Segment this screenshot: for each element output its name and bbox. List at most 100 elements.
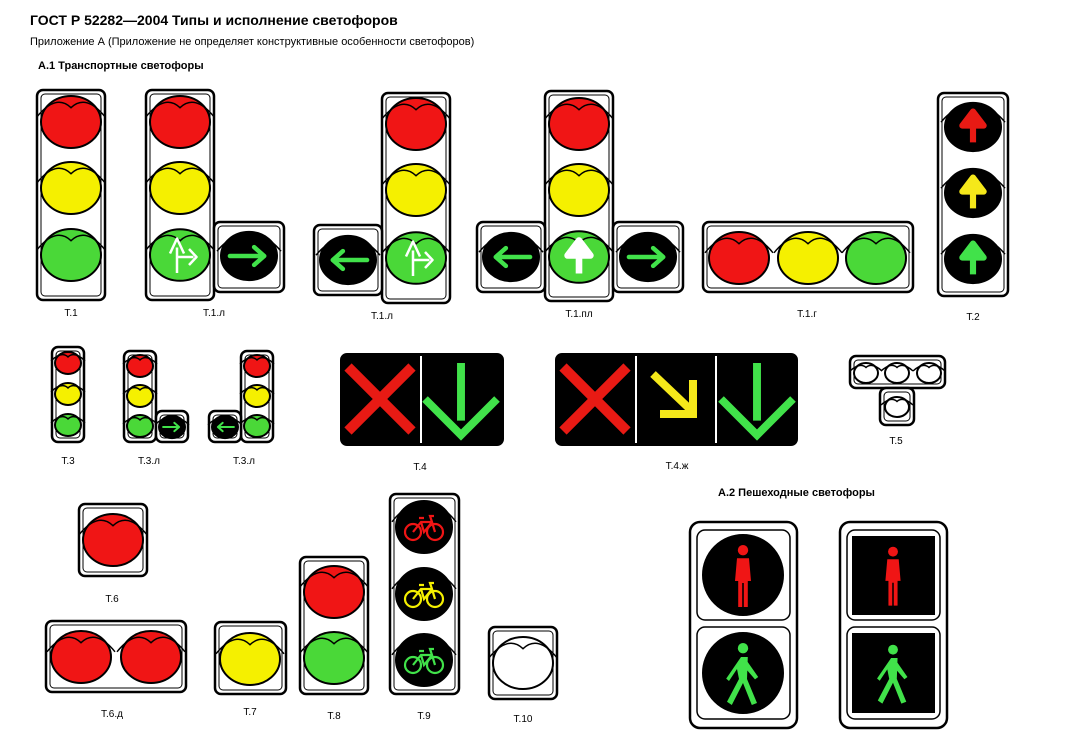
signal-lamp — [381, 231, 451, 285]
lamp-lens — [385, 163, 447, 217]
signal-lamp — [544, 230, 614, 284]
signal-lamp — [849, 362, 883, 384]
lamp-visor — [391, 573, 457, 590]
signal-lamp — [239, 414, 275, 438]
lamp-visor — [615, 237, 681, 253]
lamp-lens — [853, 362, 879, 384]
label-t2: Т.2 — [966, 312, 980, 323]
lamp-visor — [78, 519, 148, 536]
signal-lamp — [880, 362, 914, 384]
signal-lamp — [50, 351, 86, 375]
label-t3l-b: Т.3.л — [233, 456, 255, 467]
signal-lamp — [78, 513, 148, 567]
lamp-lens — [149, 95, 211, 149]
signal-lamp — [299, 631, 369, 685]
lamp-lens — [219, 632, 281, 686]
lamp-lens — [303, 565, 365, 619]
lamp-visor — [36, 167, 106, 184]
lamp-visor — [239, 356, 275, 365]
lamp-lens — [492, 636, 554, 690]
lamp-lens — [243, 414, 271, 438]
wheel — [425, 522, 445, 542]
signal-lamp — [940, 233, 1006, 285]
lamp-visor — [36, 234, 106, 251]
lamp-visor — [145, 167, 215, 184]
lamp-lens — [243, 354, 271, 378]
wheel — [403, 522, 423, 542]
page-subtitle: Приложение А (Приложение не определяет к… — [30, 36, 475, 48]
lamp-visor — [50, 384, 86, 393]
label-t6: Т.6 — [105, 594, 119, 605]
signal-lamp — [315, 234, 381, 286]
signal-lamp-bicycle — [391, 567, 457, 621]
lamp-visor — [381, 237, 451, 254]
lamp-visor — [478, 237, 544, 253]
label-t7: Т.7 — [243, 707, 257, 718]
signal-lamp — [50, 382, 86, 406]
lamp-lens — [54, 382, 82, 406]
lamp-visor — [239, 416, 275, 425]
pedestrian-walking-icon — [726, 643, 759, 705]
section-heading-transport: А.1 Транспортные светофоры — [38, 60, 204, 72]
wheel — [403, 655, 423, 675]
signal-lamp — [46, 630, 116, 684]
lamp-visor — [122, 356, 158, 365]
lamp-lens — [845, 231, 907, 285]
lamp-lens — [40, 161, 102, 215]
signal-lamp — [145, 228, 215, 282]
lamp-lens — [54, 413, 82, 437]
body — [885, 559, 901, 606]
signal-lamp — [36, 95, 106, 149]
signal-lamp-bicycle — [391, 500, 457, 554]
lamp-visor — [36, 101, 106, 118]
lamp-visor — [391, 639, 457, 656]
signal-housing-inner — [706, 225, 910, 289]
lamp-lens — [385, 231, 447, 285]
bicycle-icon — [412, 581, 437, 602]
arrow-straight-right-icon — [168, 237, 198, 273]
label-t1l-b: Т.1.л — [371, 311, 393, 322]
arrow-up-icon — [959, 108, 987, 143]
signal-lamp — [116, 630, 186, 684]
lamp-visor — [50, 415, 86, 424]
signal-lamp — [544, 163, 614, 217]
lamp-lens — [243, 384, 271, 408]
signal-lamp — [36, 228, 106, 282]
signal-housing-inner — [217, 225, 281, 289]
divider — [635, 356, 637, 443]
lamp-lens — [82, 513, 144, 567]
lamp-visor — [544, 103, 614, 120]
lamp-lens — [548, 163, 610, 217]
signal-housing-inner — [941, 96, 1005, 293]
lamp-visor — [116, 636, 186, 653]
label-t6d: Т.6.д — [101, 709, 123, 720]
lamp-visor — [50, 353, 86, 362]
head — [737, 545, 749, 556]
signal-lamp — [615, 231, 681, 283]
lamp-visor — [704, 237, 774, 254]
lamp-lens — [50, 630, 112, 684]
signal-lamp — [215, 632, 285, 686]
lamp-visor — [488, 642, 558, 659]
signal-lamp — [216, 230, 282, 282]
signal-housing-inner — [218, 625, 283, 691]
signal-lamp — [239, 354, 275, 378]
lamp-visor — [315, 240, 381, 256]
lamp-lens — [884, 362, 910, 384]
signal-lamp — [207, 414, 243, 440]
lamp-lens — [126, 354, 154, 378]
pedestrian-standing-icon — [885, 546, 901, 606]
section-heading-pedestrian: А.2 Пешеходные светофоры — [718, 487, 875, 499]
bicycle-icon — [412, 514, 437, 535]
label-t1: Т.1 — [64, 308, 78, 319]
signal-lamp — [122, 384, 158, 408]
arrow-up-icon — [959, 174, 987, 209]
signal-lamp-bicycle — [391, 633, 457, 687]
arrow-down-icon — [422, 363, 500, 441]
lamp-lens — [303, 631, 365, 685]
lamp-visor — [122, 416, 158, 425]
arrow-up-icon — [564, 237, 594, 274]
label-t3l-a: Т.3.л — [138, 456, 160, 467]
lamp-lens — [548, 97, 610, 151]
